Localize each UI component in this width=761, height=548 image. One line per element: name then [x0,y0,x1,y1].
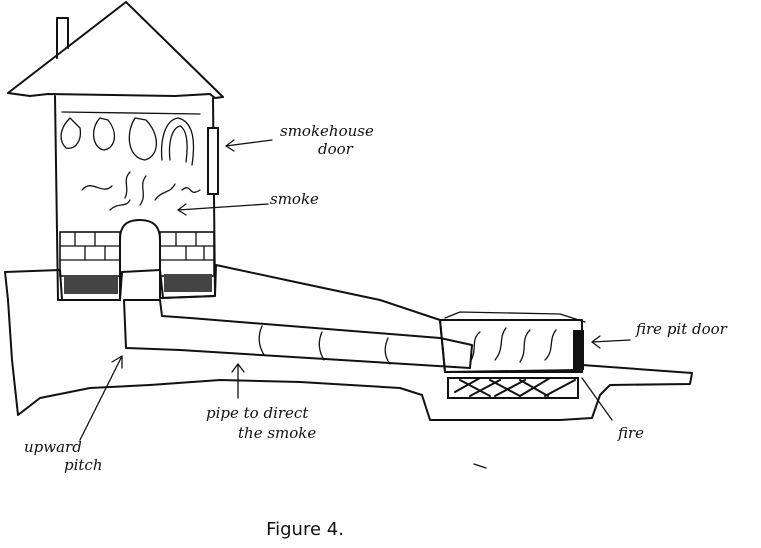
chimney [56,17,69,59]
label-pipe: pipe to direct the smoke [206,404,316,442]
arrow-upward-pitch [79,355,123,441]
smoke-pipe [123,299,473,369]
fire-pit [439,319,583,373]
arrow-smokehouse-door [225,139,273,152]
arrow-smoke [177,203,269,216]
arrow-pipe [231,363,245,399]
arrow-fire-pit-door [591,335,631,349]
smoke-swirls [81,171,201,211]
brick-band-right [159,231,215,292]
fire-coals [447,327,579,399]
figure-caption: Figure 4. [266,519,344,540]
label-smoke: smoke [270,190,319,208]
brick-band-left [59,231,121,294]
arrow-fire [581,377,613,421]
smokehouse-door-shape [207,127,219,195]
label-upward-pitch: upward pitch [24,438,103,474]
label-fire: fire [617,424,644,442]
label-smokehouse-door: smokehouse door [280,122,379,158]
label-fire-pit-door: fire pit door [635,320,728,338]
hanging-meats [60,111,201,166]
roof [7,1,224,99]
fire-pit-door-shape [573,330,584,370]
